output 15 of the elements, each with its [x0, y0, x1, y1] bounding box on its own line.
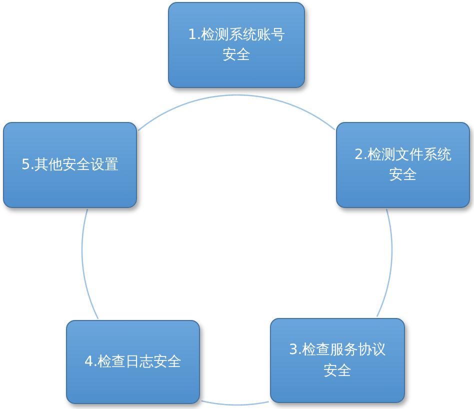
process-box [66, 320, 200, 404]
box-label: 2.检测文件系统安全 [353, 146, 453, 185]
connector-arc [138, 94, 237, 132]
connector-arc [81, 208, 99, 320]
box-label: 1.检测系统账号安全 [186, 26, 286, 65]
process-box [3, 122, 137, 208]
process-box [270, 318, 405, 403]
connector-arc [236, 94, 336, 130]
process-box [336, 122, 470, 208]
connector-arc [201, 400, 269, 406]
connector-arc [376, 208, 393, 317]
box-label: 5.其他安全设置 [20, 156, 120, 175]
box-label: 3.检查服务协议安全 [288, 341, 388, 380]
box-label: 4.检查日志安全 [83, 352, 183, 372]
process-box [168, 2, 305, 88]
